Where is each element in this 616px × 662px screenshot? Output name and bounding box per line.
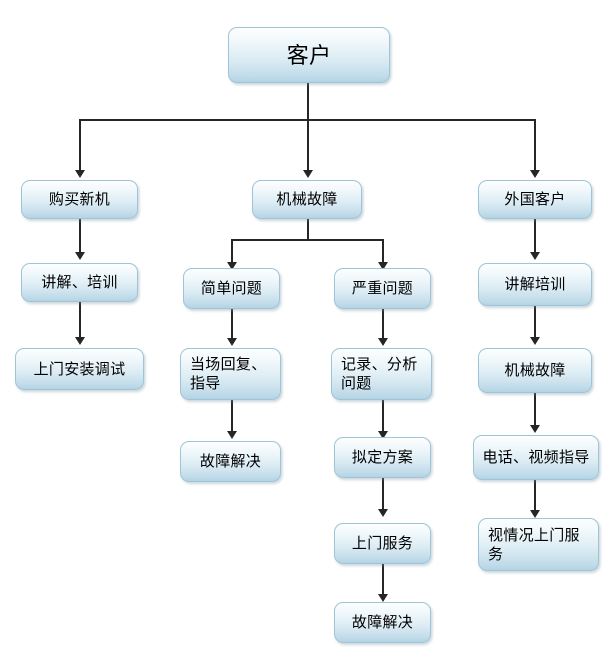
connector-severe3 (382, 478, 384, 510)
connector-severe4 (382, 564, 384, 595)
connector-simple2 (231, 400, 233, 432)
arrowhead-right3 (530, 425, 540, 433)
arrowhead-left1 (75, 252, 85, 260)
connector-left1 (79, 219, 81, 253)
arrowhead-simple2 (227, 431, 237, 439)
arrowhead-left2 (75, 337, 85, 345)
connector-severe2 (382, 400, 384, 432)
node-right-explain-train[interactable]: 讲解培训 (478, 263, 592, 306)
node-simple-onsite-reply-guide[interactable]: 当场回复、指导 (180, 348, 281, 400)
arrowhead-severe3 (378, 509, 388, 517)
arrowhead-right4 (530, 510, 540, 518)
connector-right4 (534, 480, 536, 511)
arrowhead-severe1 (378, 338, 388, 346)
node-label: 客户 (286, 42, 332, 68)
node-label: 故障解决 (199, 453, 262, 470)
connector-mid-to-severe (382, 239, 384, 263)
node-severe-failure-resolved[interactable]: 故障解决 (334, 602, 431, 643)
node-label: 记录、分析问题 (341, 356, 418, 392)
connector-right1 (534, 219, 536, 253)
arrowhead-root-to-mid (303, 170, 313, 178)
connector-simple1 (231, 309, 233, 339)
arrowhead-root-to-left (75, 170, 85, 178)
connector-left2 (79, 302, 81, 338)
connector-root-stem (307, 83, 309, 120)
arrowhead-root-to-right (530, 170, 540, 178)
node-label: 机械故障 (504, 362, 566, 379)
arrowhead-severe4 (378, 594, 388, 602)
node-label: 机械故障 (276, 191, 338, 208)
connector-right2 (534, 306, 536, 338)
node-simple-problem[interactable]: 简单问题 (183, 268, 280, 309)
arrowhead-mid-to-simple (227, 262, 237, 270)
node-branch-mechanical-failure[interactable]: 机械故障 (252, 180, 362, 219)
arrowhead-right1 (530, 252, 540, 260)
node-left-onsite-install-debug[interactable]: 上门安装调试 (15, 348, 144, 390)
node-right-phone-video-guidance[interactable]: 电话、视频指导 (473, 435, 599, 480)
node-left-explain-train[interactable]: 讲解、培训 (21, 263, 138, 302)
node-severe-draft-plan[interactable]: 拟定方案 (334, 437, 431, 478)
node-label: 故障解决 (351, 614, 414, 631)
node-right-mechanical-failure[interactable]: 机械故障 (478, 348, 592, 393)
node-label: 电话、视频指导 (482, 449, 590, 466)
node-branch-buy-new-machine[interactable]: 购买新机 (21, 180, 138, 219)
arrowhead-mid-to-severe (378, 262, 388, 270)
arrowhead-right2 (530, 337, 540, 345)
connector-mid-bar (231, 239, 383, 241)
node-label: 上门服务 (351, 535, 414, 552)
node-branch-foreign-customer[interactable]: 外国客户 (478, 180, 592, 219)
arrowhead-simple1 (227, 338, 237, 346)
connector-root-to-mid (307, 119, 309, 171)
node-label: 当场回复、指导 (190, 356, 267, 392)
node-simple-failure-resolved[interactable]: 故障解决 (180, 441, 281, 482)
node-label: 严重问题 (351, 280, 414, 297)
node-label: 上门安装调试 (33, 360, 126, 378)
node-severe-problem[interactable]: 严重问题 (334, 268, 431, 309)
node-label: 讲解、培训 (41, 274, 118, 291)
node-root-customer[interactable]: 客户 (228, 27, 390, 83)
connector-severe1 (382, 309, 384, 339)
arrowhead-severe2 (378, 431, 388, 439)
connector-mid-stem (307, 219, 309, 240)
node-label: 拟定方案 (351, 449, 414, 466)
connector-root-to-right (534, 119, 536, 171)
node-severe-record-analyze[interactable]: 记录、分析问题 (331, 348, 432, 400)
node-severe-onsite-service[interactable]: 上门服务 (334, 523, 431, 564)
node-right-onsite-service-as-needed[interactable]: 视情况上门服务 (478, 518, 599, 571)
node-label: 视情况上门服务 (488, 526, 580, 563)
node-label: 外国客户 (504, 191, 566, 208)
node-label: 简单问题 (200, 280, 263, 297)
node-label: 购买新机 (48, 191, 111, 208)
connector-root-to-left (79, 119, 81, 171)
connector-right3 (534, 393, 536, 426)
connector-mid-to-simple (231, 239, 233, 263)
node-label: 讲解培训 (504, 276, 566, 293)
